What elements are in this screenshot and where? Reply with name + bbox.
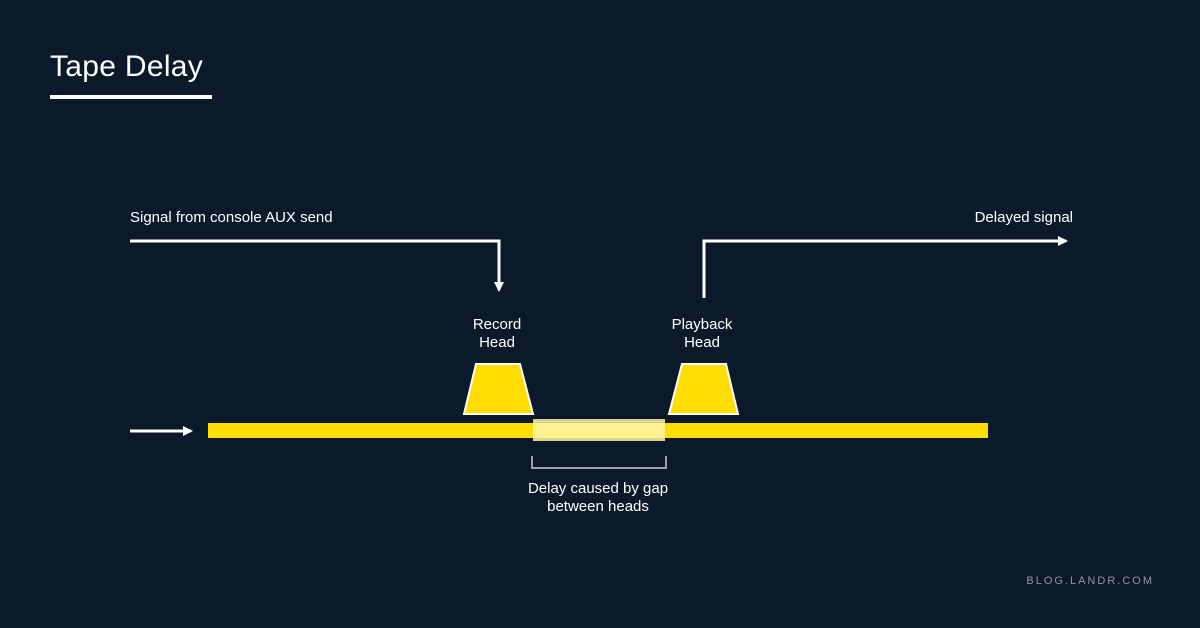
record-head-label: Record Head xyxy=(472,316,522,351)
record-head-shape xyxy=(462,363,535,415)
input-signal-label: Signal from console AUX send xyxy=(130,209,333,226)
title-underline xyxy=(50,95,212,99)
output-signal-arrow xyxy=(702,236,1068,298)
input-signal-arrow xyxy=(130,239,504,292)
playback-head-shape xyxy=(667,363,740,415)
page-title: Tape Delay xyxy=(50,50,204,83)
gap-note-label: Delay caused by gap between heads xyxy=(527,480,669,515)
site-watermark: BLOG.LANDR.COM xyxy=(1026,575,1154,587)
output-signal-label: Delayed signal xyxy=(974,209,1073,226)
playback-head-label: Playback Head xyxy=(671,316,733,351)
gap-bracket xyxy=(531,456,667,469)
gap-highlight xyxy=(533,419,665,441)
